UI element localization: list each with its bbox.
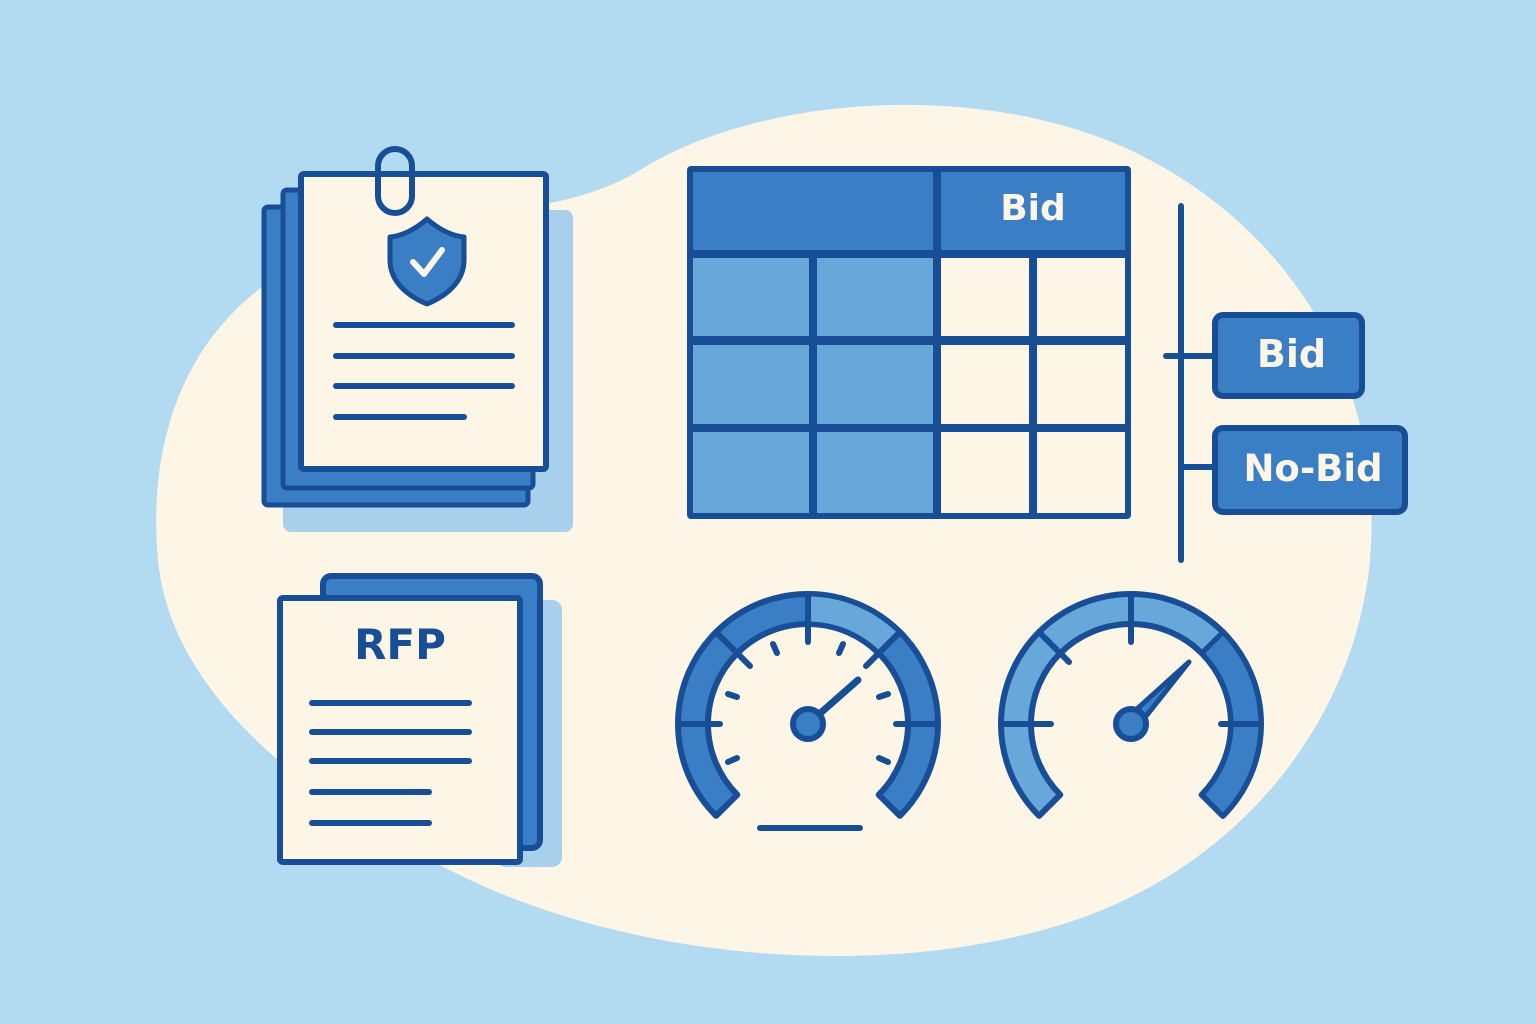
header-cell-bid xyxy=(941,172,1125,250)
document-text-lines xyxy=(333,322,515,420)
rfp-document xyxy=(277,573,562,867)
paperclip-icon xyxy=(375,146,415,216)
rfp-text-lines xyxy=(309,700,472,826)
option-no-bid-box xyxy=(1212,425,1408,515)
bid-matrix-table xyxy=(687,166,1131,519)
header-cell-left xyxy=(693,172,933,250)
front-sheet xyxy=(298,171,549,472)
option-bid-box xyxy=(1212,312,1365,399)
gauge-right xyxy=(998,591,1264,820)
shield-check-icon xyxy=(387,216,467,307)
gauge-right-hub xyxy=(1113,706,1149,742)
compliance-document-stack xyxy=(261,146,573,532)
gauge-left xyxy=(675,591,941,831)
gauge-left-hub xyxy=(790,706,826,742)
decision-tree xyxy=(1163,203,1408,563)
